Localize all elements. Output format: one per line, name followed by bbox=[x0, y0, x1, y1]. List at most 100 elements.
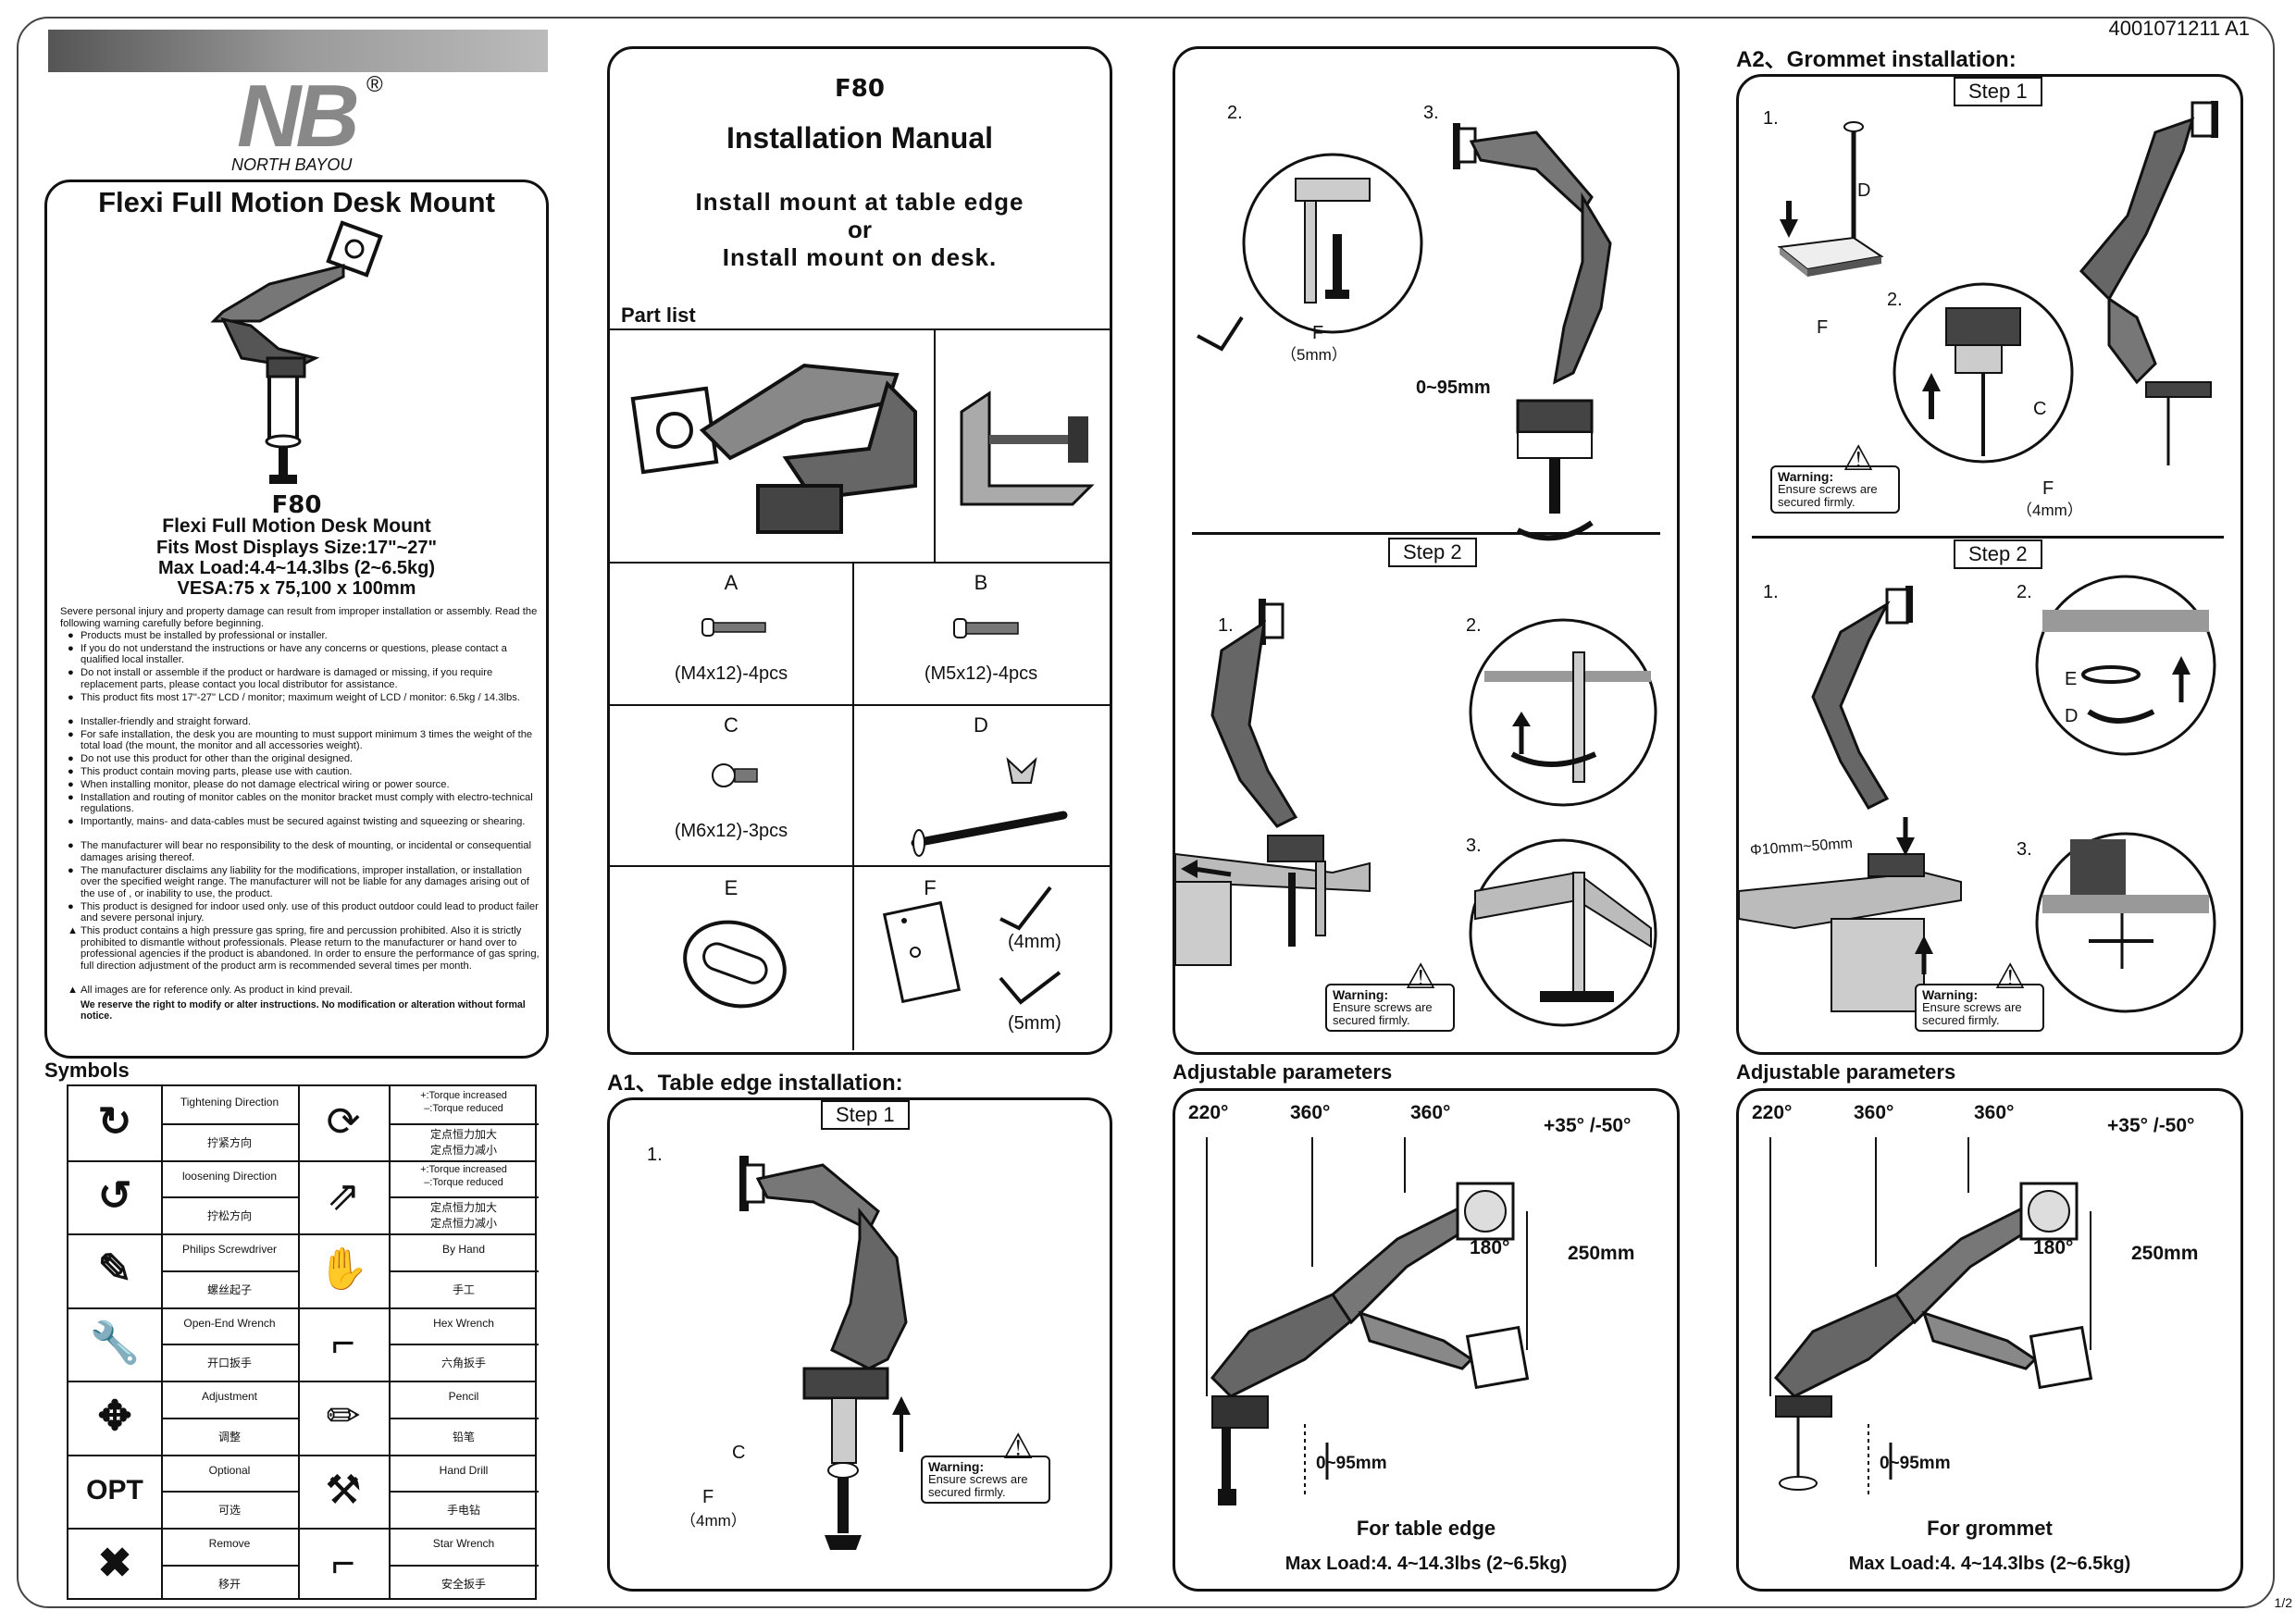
part-c-screw-icon bbox=[712, 763, 758, 787]
symbol-label-cn: 手电钻 bbox=[446, 1504, 480, 1518]
manual-line2: or bbox=[848, 216, 872, 243]
a2-step1-warning: Warning: Ensure screws are secured firml… bbox=[1770, 465, 1900, 514]
adj-grommet-220: 220° bbox=[1752, 1102, 1793, 1123]
warning-bullet: ▲ bbox=[68, 985, 79, 997]
warning-text: Importantly, mains- and data-cables must… bbox=[81, 816, 526, 827]
product-subtitle: Flexi Full Motion Desk Mount bbox=[162, 515, 431, 537]
symbol-label-cn: 定点恒力加大 bbox=[429, 1201, 497, 1215]
a1-warning: Warning: Ensure screws are secured firml… bbox=[921, 1456, 1050, 1504]
a1-label-f: F bbox=[702, 1487, 714, 1507]
adj-grommet-360b: 360° bbox=[1974, 1102, 2015, 1123]
warning-bullet: ● bbox=[68, 691, 74, 703]
part-list-title: Part list bbox=[621, 304, 696, 327]
symbol-label-en: Remove bbox=[208, 1537, 251, 1550]
warning-bullet: ● bbox=[68, 791, 74, 803]
a2-step2-zoom-3 bbox=[2035, 832, 2216, 1013]
manual-panel: F80 Installation Manual Install mount at… bbox=[607, 46, 1112, 1055]
hand-icon: ✋ bbox=[317, 1246, 369, 1292]
page-frame bbox=[17, 17, 2275, 1608]
adj-table-range: 0~95mm bbox=[1316, 1454, 1387, 1473]
table-num-3: 3. bbox=[1423, 103, 1439, 123]
a2-num-1: 1. bbox=[1763, 108, 1779, 129]
tighten-direction-icon: ↻ bbox=[97, 1099, 132, 1145]
product-fits: Fits Most Displays Size:17"~27" bbox=[156, 538, 437, 558]
pencil-icon: ✏ bbox=[326, 1394, 361, 1439]
table-step1-arm bbox=[1453, 123, 1612, 541]
symbol-label-en: –:Torque reduced bbox=[424, 1176, 503, 1188]
warning-text: The manufacturer will bear no responsibi… bbox=[81, 840, 531, 863]
warning-bullet: ● bbox=[68, 642, 74, 654]
warning-bullet: ● bbox=[68, 716, 74, 727]
warning-item: ● Installer-friendly and straight forward… bbox=[68, 716, 540, 728]
a2-label-f1: F bbox=[1817, 317, 1829, 338]
table-step2-num-1: 1. bbox=[1218, 615, 1234, 636]
a2-step2-warning: Warning: Ensure screws are secured firml… bbox=[1915, 984, 2044, 1032]
table-step2-zoom-3 bbox=[1469, 838, 1657, 1027]
part-b-desc: (M5x12)-4pcs bbox=[924, 663, 1038, 684]
warning-item: ▲All images are for reference only. As p… bbox=[68, 985, 540, 997]
adj-table-panel: 220° 360° 360° +35° /-50° 180° 250mm 0~9… bbox=[1173, 1088, 1680, 1592]
table-step2-scene bbox=[1174, 599, 1371, 966]
warning-item: ● If you do not understand the instructio… bbox=[68, 642, 540, 666]
warning-item: ▲This product contains a high pressure g… bbox=[68, 925, 540, 972]
warning-bullet: ● bbox=[68, 766, 74, 777]
table-f-size: （5mm） bbox=[1281, 346, 1347, 364]
warning-text: If you do not understand the instruction… bbox=[81, 642, 507, 666]
symbol-label-en: Hand Drill bbox=[439, 1463, 489, 1477]
warning-bullet: ● bbox=[68, 864, 74, 876]
a1-num-1: 1. bbox=[647, 1145, 663, 1165]
table-step2-num-2: 2. bbox=[1466, 615, 1482, 636]
part-arm-image bbox=[630, 363, 917, 534]
symbol-label-en: Star Wrench bbox=[432, 1537, 495, 1550]
warning-text: Installer-friendly and straight forward. bbox=[81, 716, 252, 727]
adj-table-tilt: +35° /-50° bbox=[1544, 1115, 1632, 1136]
document-code: 4001071211 A1 bbox=[2108, 17, 2250, 40]
warnings-reserve: We reserve the right to modify or alter … bbox=[81, 999, 526, 1022]
manual-line3: Install mount on desk. bbox=[722, 243, 998, 271]
remove-icon: ✖ bbox=[97, 1541, 132, 1586]
manual-title: Installation Manual bbox=[726, 121, 994, 155]
page-number: 1/2 bbox=[2274, 1595, 2292, 1610]
product-illustration bbox=[210, 220, 383, 484]
warning-item: ●This product contain moving parts, plea… bbox=[68, 766, 540, 778]
adj-grommet-load: Max Load:4. 4~14.3lbs (2~6.5kg) bbox=[1848, 1554, 2131, 1574]
part-grid: A (M4x12)-4pcs B (M5x12)-4pcs C (M6x12)-… bbox=[610, 328, 1110, 1050]
adj-grommet-panel: 220° 360° 360° +35° /-50° 180° 250mm 0~9… bbox=[1736, 1088, 2243, 1592]
header-gradient-bar bbox=[48, 30, 548, 72]
table-step2-num-3: 3. bbox=[1466, 836, 1482, 856]
symbol-label-en: Hex Wrench bbox=[433, 1316, 494, 1330]
a2-step2-warning-triangle-icon: ⚠ bbox=[1994, 958, 2027, 997]
product-info-panel: Flexi Full Motion Desk Mount F80 Flexi F… bbox=[44, 180, 549, 1059]
a2-label-c: C bbox=[2033, 399, 2047, 419]
adj-grommet-250: 250mm bbox=[2131, 1243, 2199, 1264]
adj-grommet-illustration bbox=[1769, 1137, 2093, 1498]
warning-item: ●For safe installation, the desk you are… bbox=[68, 729, 540, 752]
symbol-label-cn: 定点恒力减小 bbox=[429, 1217, 497, 1231]
a2-step2-num-3: 3. bbox=[2017, 839, 2032, 860]
adj-table-load: Max Load:4. 4~14.3lbs (2~6.5kg) bbox=[1285, 1554, 1568, 1574]
a2-zoom-circle bbox=[1893, 282, 2074, 464]
a2-num-2: 2. bbox=[1887, 290, 1903, 310]
a2-f-size: （4mm） bbox=[2017, 502, 2083, 519]
part-f-size-5mm: (5mm) bbox=[1008, 1013, 1061, 1034]
hex-wrench-icon: ⌐ bbox=[331, 1319, 355, 1366]
warning-bullet: ● bbox=[68, 840, 74, 852]
a2-label-f2: F bbox=[2042, 478, 2054, 499]
part-clamp-image bbox=[960, 390, 1095, 506]
adj-grommet-caption: For grommet bbox=[1927, 1517, 2053, 1540]
symbol-label-cn: 移开 bbox=[217, 1577, 241, 1591]
product-vesa: VESA:75 x 75,100 x 100mm bbox=[177, 578, 416, 599]
table-step2-warning: Warning: Ensure screws are secured firml… bbox=[1325, 984, 1455, 1032]
part-d-bolt-icon bbox=[911, 757, 1068, 857]
table-step2-label: Step 2 bbox=[1388, 538, 1477, 567]
symbol-label-en: Pencil bbox=[448, 1390, 479, 1403]
part-f-letter: F bbox=[924, 876, 937, 899]
adj-table-250: 250mm bbox=[1568, 1243, 1635, 1264]
symbol-label-en: Tightening Direction bbox=[180, 1096, 279, 1109]
warning-text: All images are for reference only. As pr… bbox=[81, 985, 353, 997]
warning-bullet: ● bbox=[68, 728, 74, 740]
part-c-letter: C bbox=[724, 713, 738, 737]
part-f-size-4mm: (4mm) bbox=[1008, 932, 1061, 952]
table-step2-zoom-2 bbox=[1469, 618, 1657, 807]
product-title: Flexi Full Motion Desk Mount bbox=[98, 186, 495, 218]
